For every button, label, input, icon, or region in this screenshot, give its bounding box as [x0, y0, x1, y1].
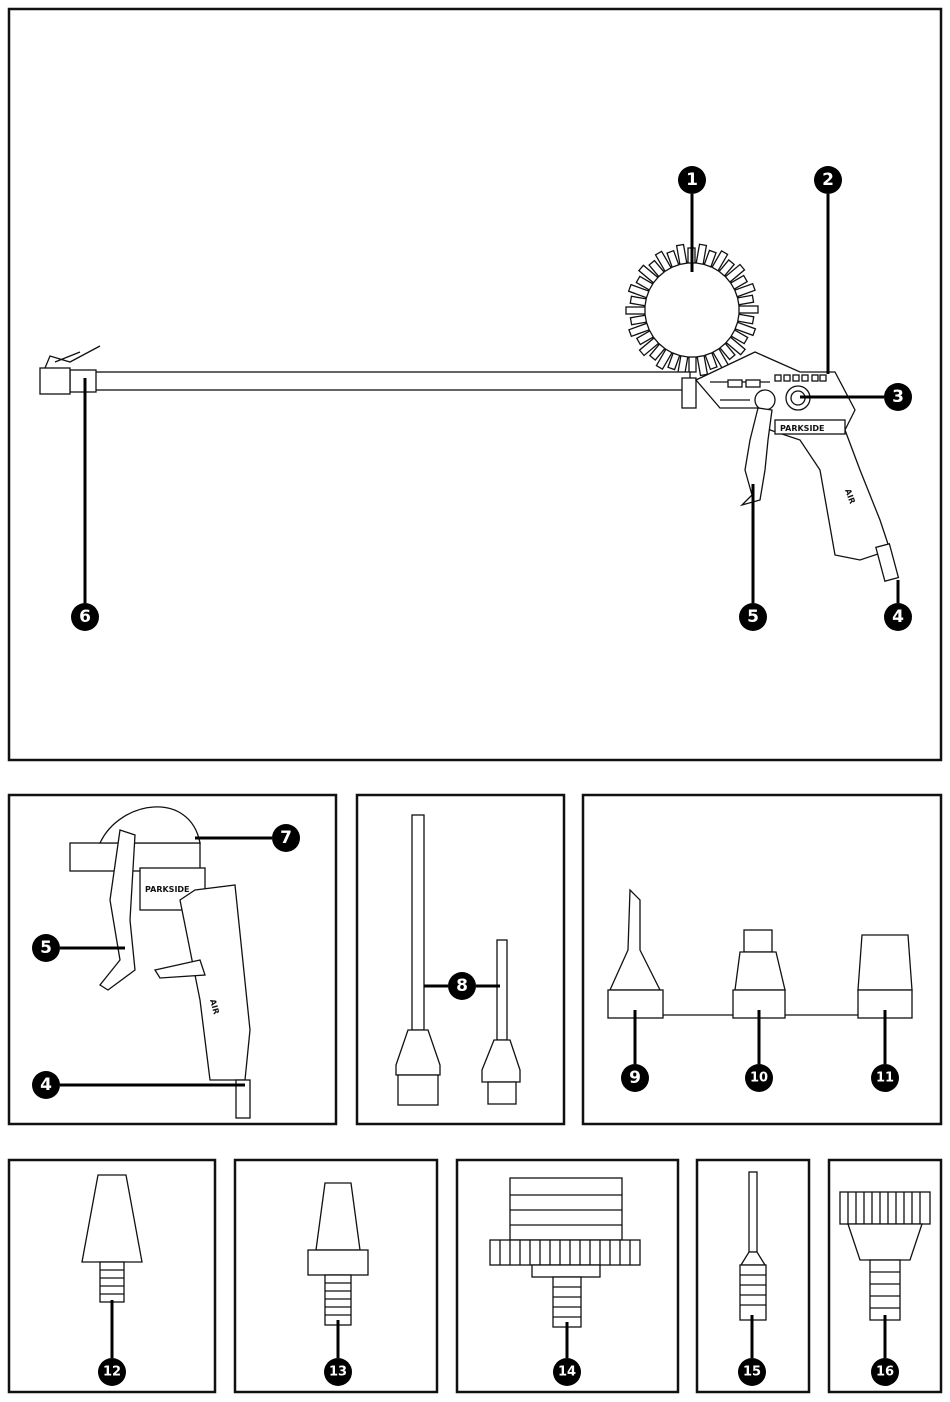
svg-text:12: 12 — [103, 1365, 121, 1380]
svg-text:4: 4 — [40, 1075, 52, 1095]
gauge-rib — [625, 306, 646, 315]
svg-text:PARKSIDE: PARKSIDE — [145, 885, 190, 894]
callout-4-blow-gun: 4 — [32, 1071, 60, 1099]
gauge-rib — [733, 282, 756, 298]
gauge-rib — [635, 275, 654, 291]
quick-coupler — [875, 542, 900, 582]
brand-logo: PARKSIDE — [780, 424, 825, 433]
gauge-rib — [675, 243, 688, 266]
gauge-rib — [648, 343, 666, 361]
callout-6: 6 — [71, 603, 99, 631]
callout-12: 12 — [98, 1358, 126, 1386]
svg-text:6: 6 — [79, 607, 91, 627]
gauge-rib — [648, 259, 666, 278]
callout-5-blow-gun: 5 — [32, 934, 60, 962]
gauge-rib — [688, 356, 697, 373]
callout-11: 11 — [871, 1064, 899, 1092]
svg-text:AIR: AIR — [208, 998, 221, 1015]
svg-text:13: 13 — [329, 1365, 347, 1380]
gauge-rib — [629, 314, 648, 326]
gauge-rib — [655, 348, 673, 371]
adapter-14 — [489, 1177, 641, 1328]
gauge-rib — [666, 249, 680, 269]
svg-text:8: 8 — [456, 976, 468, 996]
indicator-dots — [774, 374, 827, 382]
svg-text:3: 3 — [892, 387, 904, 407]
callout-3: 3 — [884, 383, 912, 411]
gauge-rib — [704, 351, 718, 371]
svg-text:1: 1 — [686, 170, 698, 190]
svg-text:4: 4 — [892, 607, 904, 627]
callout-2: 2 — [814, 166, 842, 194]
gauge-rib — [737, 313, 755, 325]
svg-text:9: 9 — [629, 1068, 641, 1088]
svg-text:14: 14 — [558, 1365, 576, 1380]
callout-16: 16 — [871, 1358, 899, 1386]
gauge-rib — [718, 342, 736, 361]
callout-8: 8 — [448, 972, 476, 1000]
gauge-rib — [738, 305, 759, 314]
panel-extension-nozzles — [355, 793, 566, 1126]
callout-7: 7 — [272, 824, 300, 852]
gauge-rib — [711, 249, 729, 272]
callout-1: 1 — [678, 166, 706, 194]
blow-gun: PARKSIDE AIR — [69, 806, 251, 1119]
svg-text:15: 15 — [743, 1365, 761, 1380]
leader-lines — [60, 194, 900, 1358]
gauge-rib — [637, 264, 659, 284]
gauge-rib — [629, 295, 647, 307]
gauge-rib — [729, 274, 749, 290]
callout-14: 14 — [553, 1358, 581, 1386]
gauge-rib — [724, 263, 746, 284]
gauge-rib — [628, 322, 651, 338]
adapter-16 — [839, 1191, 931, 1321]
adapter-15 — [739, 1171, 767, 1321]
extension-nozzles — [395, 814, 521, 1106]
adapter-13 — [307, 1182, 369, 1326]
gauge-rib — [635, 330, 655, 346]
callout-4: 4 — [884, 603, 912, 631]
extension-tube — [69, 371, 691, 391]
gauge-rib — [695, 243, 708, 265]
gauge-rib — [703, 249, 717, 268]
svg-text:5: 5 — [747, 607, 759, 627]
gauge-rib — [654, 250, 672, 273]
trigger — [739, 407, 773, 507]
gauge-rib — [730, 329, 749, 345]
svg-text:2: 2 — [822, 170, 834, 190]
gauge-rib — [736, 294, 755, 306]
svg-text:10: 10 — [750, 1071, 768, 1086]
gauge-rib — [734, 321, 757, 337]
callout-5: 5 — [739, 603, 767, 631]
callout-13: 13 — [324, 1358, 352, 1386]
svg-text:7: 7 — [280, 828, 292, 848]
gauge-rib — [718, 259, 736, 277]
callout-10: 10 — [745, 1064, 773, 1092]
tire-chuck — [39, 367, 71, 395]
gauge-rib — [638, 336, 660, 357]
svg-text:16: 16 — [876, 1365, 894, 1380]
gauge-rib — [667, 352, 681, 371]
gauge-rib — [627, 283, 650, 299]
callout-15: 15 — [738, 1358, 766, 1386]
gauge-rib — [696, 354, 709, 377]
nozzle-set — [607, 888, 913, 1019]
gauge-rib — [725, 336, 747, 356]
svg-text:5: 5 — [40, 938, 52, 958]
svg-text:11: 11 — [876, 1071, 894, 1086]
callout-9: 9 — [621, 1064, 649, 1092]
